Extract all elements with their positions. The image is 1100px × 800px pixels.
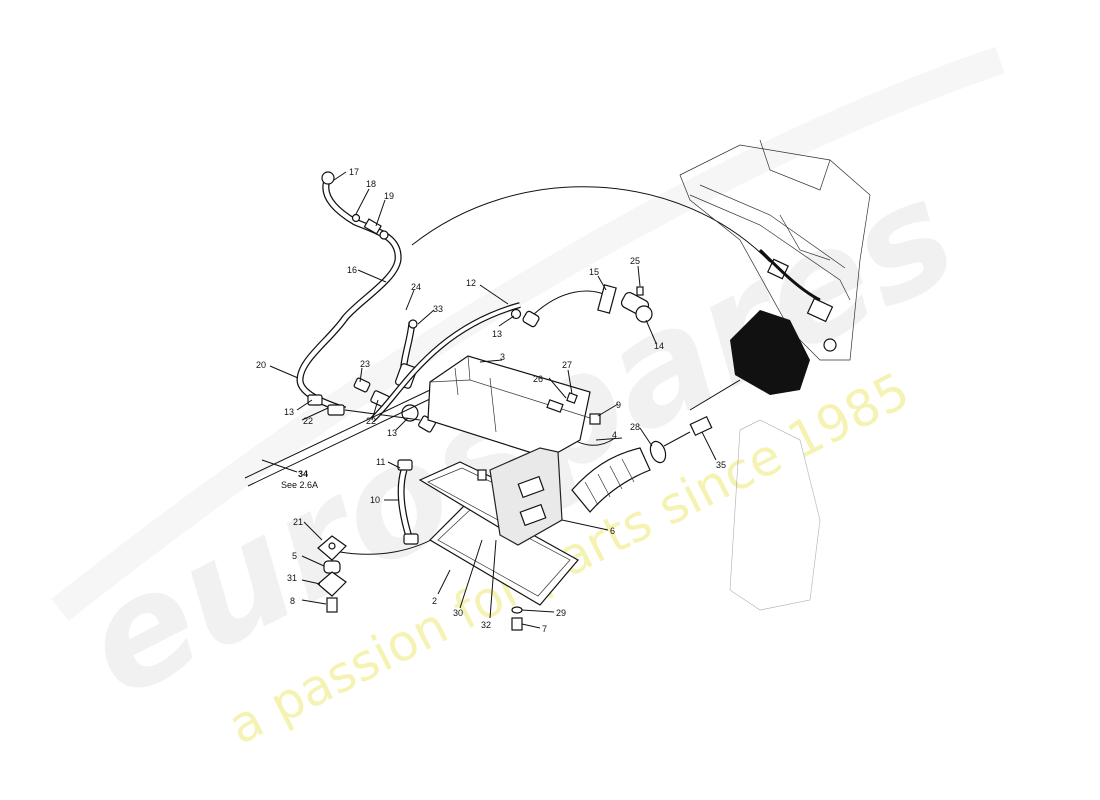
intake-bellows <box>571 415 713 513</box>
fuel-pump-housing <box>730 310 810 395</box>
callout-29: 29 <box>556 608 566 618</box>
mount-bracket-31 <box>317 571 347 597</box>
callout-9: 9 <box>616 400 621 410</box>
callout-26: 26 <box>533 374 543 384</box>
callout-3: 3 <box>500 352 505 362</box>
hose-clamp <box>379 230 389 240</box>
callout-31: 31 <box>287 573 297 583</box>
drain-pipe <box>397 459 419 545</box>
screw-27 <box>566 392 578 404</box>
valve-body <box>401 404 419 422</box>
hose-clip <box>351 213 361 223</box>
mount-clip <box>477 469 487 481</box>
callout-13-left: 13 <box>284 407 294 417</box>
connector-35 <box>689 415 713 437</box>
callout-16: 16 <box>347 265 357 275</box>
canister-housing <box>418 447 579 606</box>
leader-lines <box>261 171 717 629</box>
callout-20: 20 <box>256 360 266 370</box>
rubber-mount-5 <box>323 560 341 574</box>
valve-bracket <box>597 284 617 314</box>
callout-27: 27 <box>562 360 572 370</box>
vent-hose-assembly <box>321 171 402 322</box>
callout-32: 32 <box>481 620 491 630</box>
charcoal-canister <box>427 355 601 459</box>
pipe-clip <box>408 319 418 329</box>
callout-22-left: 22 <box>303 416 313 426</box>
reference-curve-top <box>411 186 771 263</box>
valve-screw <box>636 286 644 296</box>
pipe-joint-left <box>307 394 323 406</box>
clip-9 <box>589 413 601 425</box>
callout-4: 4 <box>612 430 617 440</box>
callout-30: 30 <box>453 608 463 618</box>
callout-13-mid: 13 <box>387 428 397 438</box>
hose-bracket <box>363 218 382 235</box>
drip-tray <box>429 499 579 606</box>
callout-8: 8 <box>290 596 295 606</box>
watermark-swoosh <box>51 46 1005 621</box>
bolt-7 <box>511 617 523 631</box>
callout-11: 11 <box>376 457 385 467</box>
callout-5: 5 <box>292 551 297 561</box>
callout-35: 35 <box>716 460 726 470</box>
callout-18: 18 <box>366 179 376 189</box>
grommet-28 <box>649 440 667 464</box>
canister-feed-pipe <box>369 302 540 423</box>
purge-valve-cap <box>635 305 653 323</box>
hose-end-fitting <box>321 171 335 185</box>
callout-15: 15 <box>589 267 599 277</box>
bolt-8 <box>326 597 338 613</box>
callout-10: 10 <box>370 495 380 505</box>
engine-bay-structure <box>679 139 871 611</box>
pipe-fitting-13 <box>522 310 540 328</box>
washer-29 <box>511 606 523 614</box>
callout-21: 21 <box>293 517 303 527</box>
overflow-pipe <box>244 389 433 487</box>
callout-25: 25 <box>630 256 640 266</box>
tray-fixings <box>511 606 523 631</box>
callout-34: 34 <box>298 469 308 479</box>
callout-7: 7 <box>542 624 547 634</box>
callout-28: 28 <box>630 422 640 432</box>
callout-22-mid: 22 <box>366 416 376 426</box>
callout-14: 14 <box>654 341 664 351</box>
callout-12: 12 <box>466 278 476 288</box>
callout-13-top: 13 <box>492 329 502 339</box>
pipe-joint-23 <box>353 377 371 393</box>
purge-valve-parts <box>597 284 653 323</box>
callout-6: 6 <box>610 526 615 536</box>
callout-2: 2 <box>432 596 437 606</box>
pipe-joint-mid <box>327 404 345 416</box>
callout-19: 19 <box>384 191 394 201</box>
bellows <box>571 447 651 513</box>
callout-17: 17 <box>349 167 359 177</box>
callout-33: 33 <box>433 304 443 314</box>
callout-24: 24 <box>411 282 421 292</box>
callout-labels: 17 18 19 16 24 33 12 13 15 25 14 20 23 3… <box>256 167 726 634</box>
callout-23: 23 <box>360 359 370 369</box>
see-note: See 2.6A <box>281 480 318 490</box>
mounting-stack <box>317 535 347 613</box>
